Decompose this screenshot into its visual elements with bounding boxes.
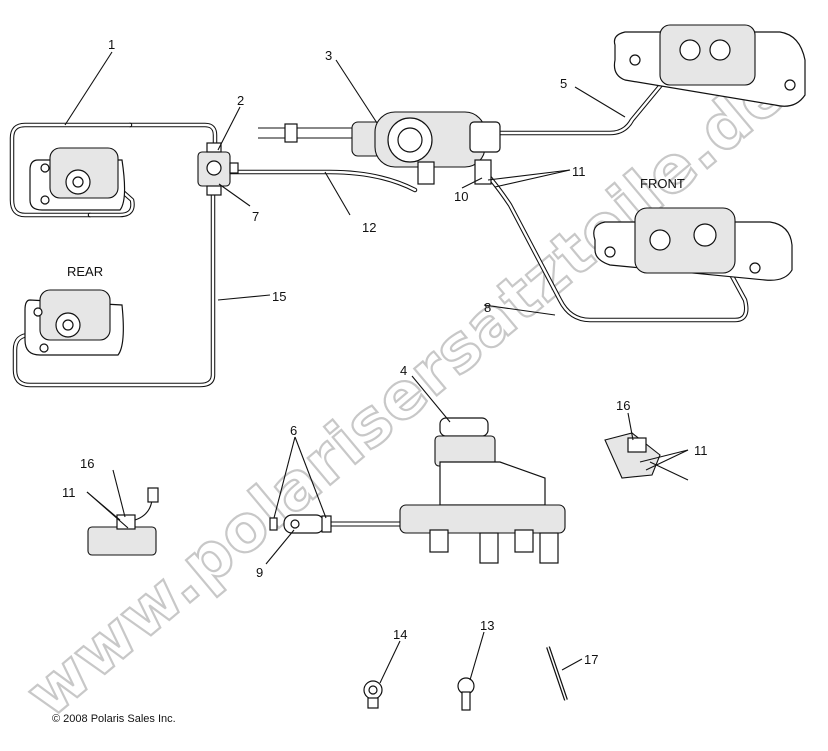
rear-caliper-upper [29,147,126,211]
callout-4: 4 [400,363,407,378]
front-master-cylinder [258,111,501,185]
callout-11-a: 11 [572,164,586,179]
callout-6: 6 [290,423,297,438]
callout-12: 12 [362,220,376,235]
callout-17: 17 [584,652,598,667]
callout-7: 7 [252,209,259,224]
callout-10: 10 [454,189,468,204]
brake-line-1 [9,122,218,218]
callout-13: 13 [480,618,494,633]
callout-9: 9 [256,565,263,580]
callout-15: 15 [272,289,286,304]
grommet-13 [457,677,475,711]
front-caliper-upper [613,24,806,107]
copyright-text: © 2008 Polaris Sales Inc. [52,713,176,725]
callout-14: 14 [393,627,407,642]
front-caliper-lower [593,207,793,281]
front-label: FRONT [640,176,685,191]
clevis-9 [269,514,332,534]
callout-11-b: 11 [62,485,76,500]
brake-line-12 [227,169,418,193]
callout-8: 8 [484,300,491,315]
callout-16-a: 16 [80,456,94,471]
callout-11-c: 11 [694,443,708,458]
callout-2: 2 [237,93,244,108]
callout-16-b: 16 [616,398,630,413]
brake-line-15 [12,192,216,388]
brake-switch-left [87,487,159,556]
callout-numbers: 1 2 3 4 5 6 7 8 9 10 11 11 11 11 12 13 1… [62,37,708,667]
distribution-block [197,142,239,196]
pin-17 [546,646,568,701]
callout-1: 1 [108,37,115,52]
callout-5: 5 [560,76,567,91]
callout-3: 3 [325,48,332,63]
master-cylinder-4 [330,417,566,564]
brake-line-5 [489,59,683,136]
clip-14 [363,680,383,709]
brake-line-8 [487,175,749,323]
leader-lines [64,51,689,684]
rear-label: REAR [67,264,103,279]
rear-caliper-lower [24,289,124,356]
